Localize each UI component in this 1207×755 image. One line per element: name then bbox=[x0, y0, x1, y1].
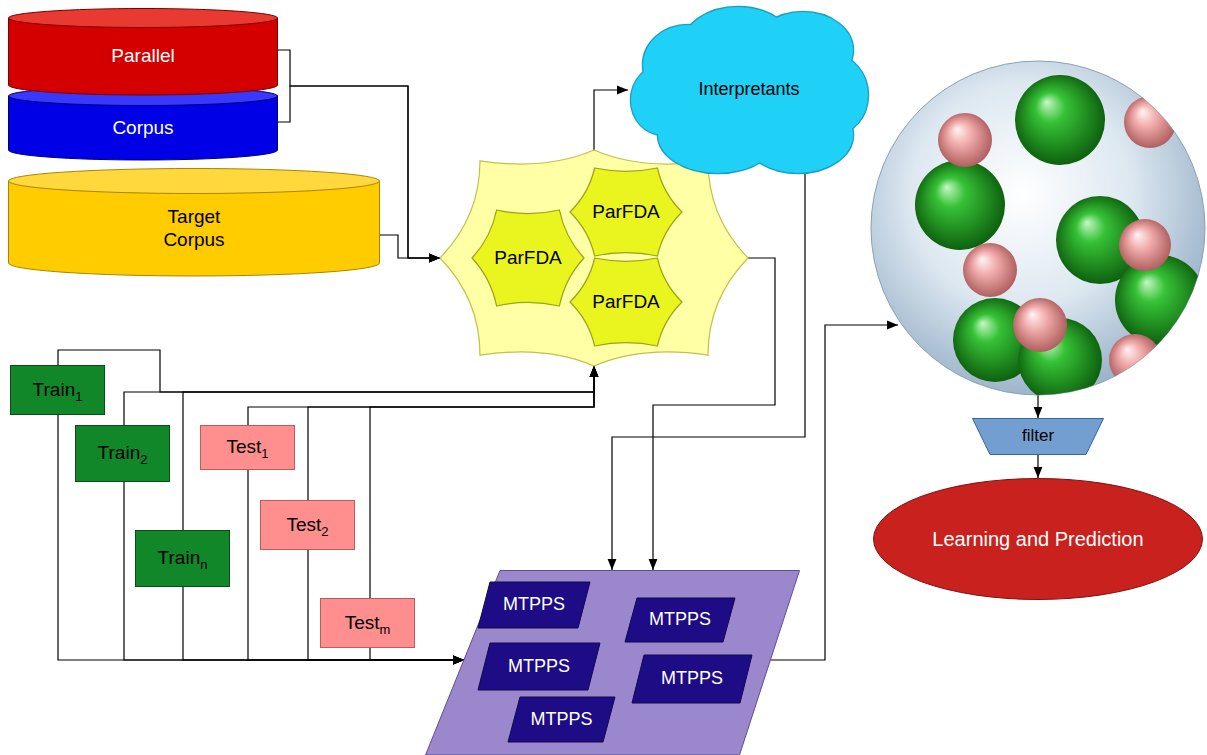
connector-arrow bbox=[370, 648, 464, 660]
mtpps-box: MTPPS bbox=[508, 697, 615, 742]
corpus-cylinder: Target Corpus bbox=[8, 168, 380, 276]
connector-arrow bbox=[183, 366, 594, 530]
interpretants-cloud: Interpretants bbox=[628, 5, 870, 175]
node-label: MTPPS bbox=[508, 656, 570, 678]
pink-ball bbox=[938, 113, 992, 167]
connector-arrow bbox=[370, 366, 594, 598]
star-outline bbox=[570, 168, 682, 256]
node-label: Target Corpus bbox=[149, 206, 239, 252]
cloud-outline bbox=[631, 65, 695, 135]
learning-ellipse: Learning and Prediction bbox=[873, 478, 1203, 600]
node-label: MTPPS bbox=[649, 609, 711, 631]
pink-ball bbox=[1124, 96, 1176, 148]
connector-arrow bbox=[380, 235, 440, 258]
green-ball bbox=[915, 160, 1005, 250]
corpus-cylinder: Parallel bbox=[8, 8, 278, 95]
connector-arrow bbox=[183, 587, 464, 660]
node-label: Test1 bbox=[226, 436, 268, 459]
box-outline bbox=[11, 366, 105, 415]
box-outline bbox=[201, 426, 295, 470]
sample-sphere bbox=[870, 60, 1206, 396]
test-box: Testm bbox=[320, 598, 415, 648]
node-label: ParFDA bbox=[494, 247, 562, 270]
mtpps-panel: MTPPS MTPPS MTPPS MTPPS MTPPS bbox=[425, 570, 800, 755]
connector-arrow bbox=[124, 366, 594, 425]
connector-arrow bbox=[58, 350, 594, 392]
pink-ball bbox=[1119, 219, 1171, 271]
box-outline bbox=[261, 501, 355, 550]
parfda-star: ParFDA ParFDA ParFDA bbox=[440, 150, 748, 366]
connector-arrow bbox=[594, 90, 628, 150]
cylinder-top bbox=[9, 169, 380, 194]
node-label: MTPPS bbox=[503, 594, 565, 616]
train-box: Train1 bbox=[10, 365, 105, 415]
connector-arrow bbox=[308, 366, 594, 500]
box-outline bbox=[76, 426, 170, 482]
node-label: ParFDA bbox=[592, 201, 660, 224]
parfda-shape: ParFDA bbox=[472, 210, 584, 306]
parallelogram-box bbox=[625, 598, 735, 642]
connector-arrow bbox=[771, 325, 898, 660]
cloud-fill bbox=[631, 65, 695, 135]
parallelogram-box bbox=[632, 655, 752, 703]
parallelogram-box bbox=[478, 582, 590, 628]
connector-arrow bbox=[1037, 455, 1038, 478]
node-label: Train1 bbox=[33, 379, 83, 402]
node-label: filter bbox=[1022, 426, 1054, 446]
node-label: ParFDA bbox=[592, 291, 660, 314]
filter-trapezoid: filter bbox=[972, 418, 1104, 455]
train-box: Trainn bbox=[135, 530, 230, 587]
test-box: Test1 bbox=[200, 425, 295, 470]
mtpps-box: MTPPS bbox=[625, 598, 735, 642]
node-label: MTPPS bbox=[661, 668, 723, 690]
pink-ball bbox=[1013, 298, 1067, 352]
pink-ball bbox=[1109, 334, 1161, 386]
connector-arrow bbox=[124, 482, 464, 660]
parallelogram-outline bbox=[426, 571, 800, 755]
cylinder-body bbox=[9, 18, 278, 95]
trapezoid-outline bbox=[973, 419, 1104, 455]
mtpps-box: MTPPS bbox=[478, 643, 600, 690]
green-ball bbox=[1015, 75, 1105, 165]
pink-ball bbox=[963, 243, 1017, 297]
box-outline bbox=[136, 531, 230, 587]
node-label: Interpretants bbox=[698, 79, 799, 101]
box-outline bbox=[321, 599, 415, 648]
node-label: Parallel bbox=[111, 45, 174, 68]
ball-group bbox=[915, 75, 1205, 402]
star-outline bbox=[472, 210, 584, 306]
connector-arrow bbox=[58, 415, 464, 660]
parallelogram-box bbox=[508, 697, 615, 742]
star-outline bbox=[570, 258, 682, 346]
ellipse-outline bbox=[874, 479, 1203, 600]
sphere-outline bbox=[871, 61, 1205, 395]
connector-arrow bbox=[1037, 394, 1038, 418]
cylinder-top bbox=[9, 87, 278, 106]
train-box: Train2 bbox=[75, 425, 170, 482]
parfda-shape: ParFDA bbox=[570, 168, 682, 256]
node-label: Test2 bbox=[286, 514, 328, 537]
sample-sphere-outline bbox=[870, 60, 1206, 396]
node-label: MTPPS bbox=[530, 709, 592, 731]
parallelogram-box bbox=[478, 643, 600, 690]
cylinder-top bbox=[9, 9, 278, 28]
star-outline bbox=[440, 150, 748, 366]
node-label: Trainn bbox=[158, 547, 208, 570]
mtpps-box: MTPPS bbox=[478, 582, 590, 628]
corpus-cylinder: Corpus bbox=[8, 86, 278, 160]
test-box: Test2 bbox=[260, 500, 355, 550]
connector-arrow bbox=[248, 470, 464, 660]
mtpps-box: MTPPS bbox=[632, 655, 752, 703]
connector-arrow bbox=[248, 366, 594, 425]
node-label: Testm bbox=[345, 612, 391, 635]
connector-arrow bbox=[308, 550, 464, 660]
green-ball bbox=[1115, 255, 1205, 345]
node-label: Corpus bbox=[112, 117, 173, 140]
node-label: Train2 bbox=[98, 442, 148, 465]
cylinder-body bbox=[9, 181, 380, 276]
parfda-shape: ParFDA bbox=[570, 258, 682, 346]
node-label: Learning and Prediction bbox=[932, 527, 1143, 551]
